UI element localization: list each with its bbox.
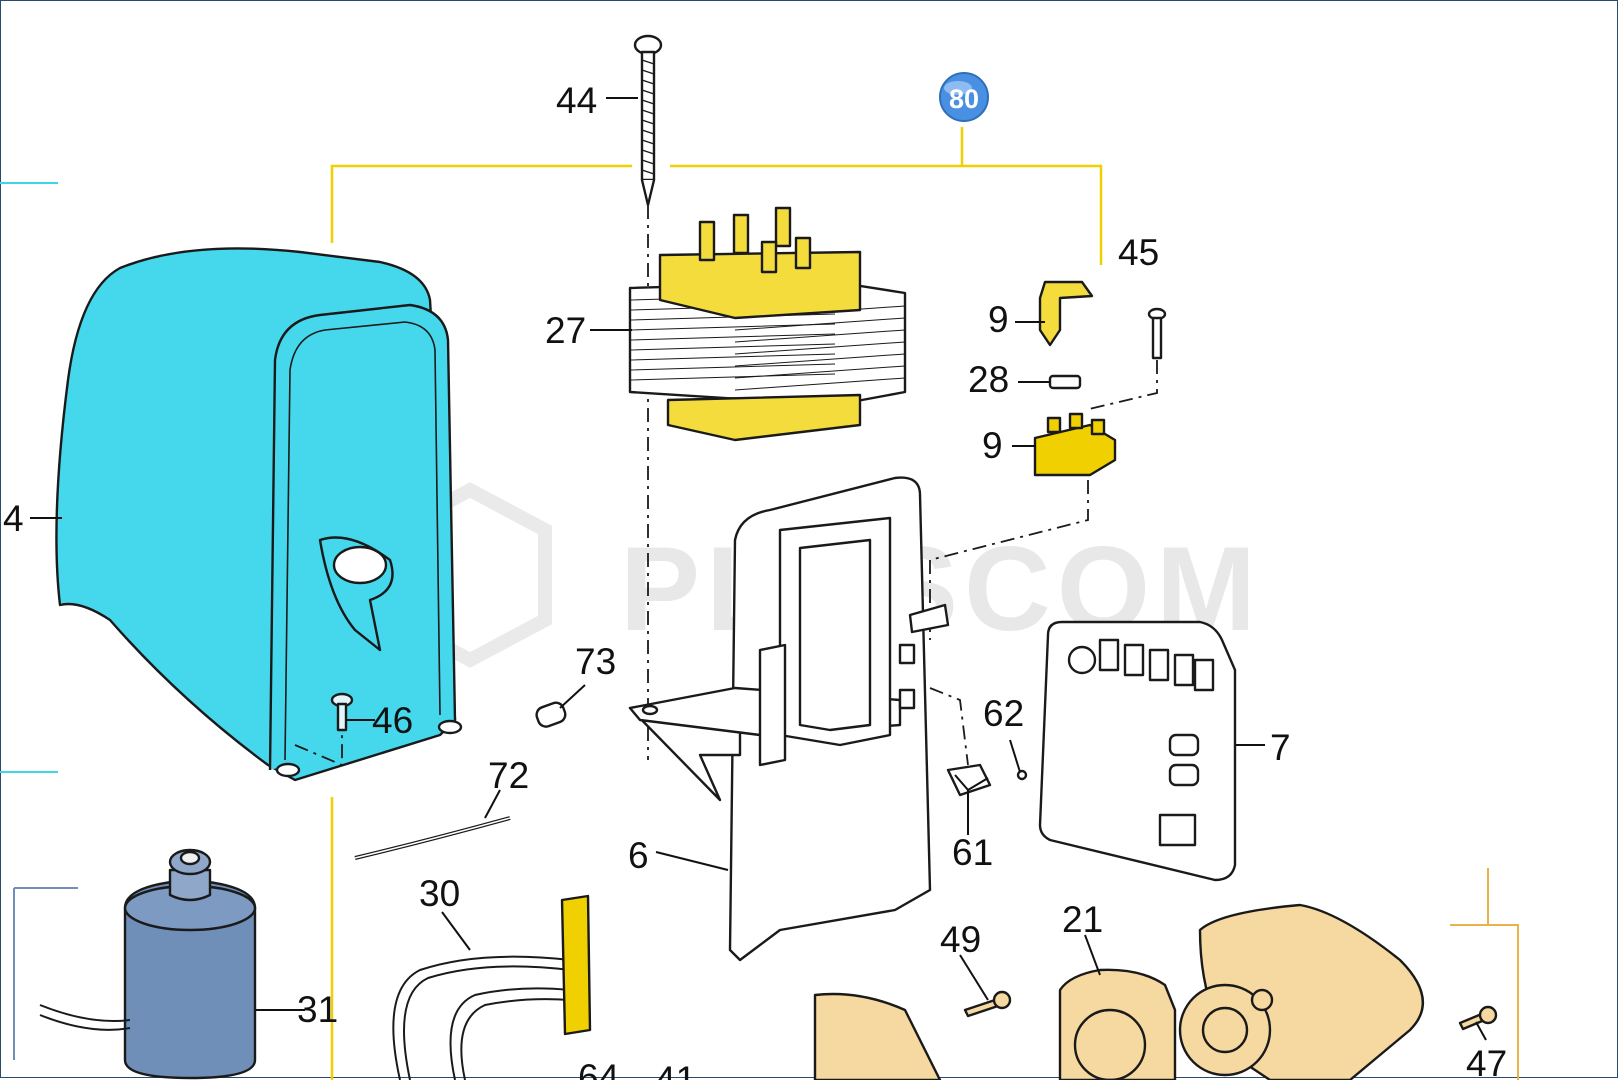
- part-21-gear: [1058, 968, 1177, 1080]
- part-30-wiring-harness: [392, 955, 571, 1080]
- callout-9-lower: 9: [982, 425, 1003, 466]
- callout-45: 45: [1118, 232, 1159, 273]
- callout-41: 41: [655, 1059, 696, 1080]
- part-61-62-clip: [929, 687, 1028, 797]
- callout-7: 7: [1270, 727, 1291, 768]
- part-28-fuse: [1048, 374, 1082, 390]
- callout-61: 61: [952, 832, 993, 873]
- guide-lines: [0, 182, 1519, 1080]
- part-9-fuse-clip: [1038, 280, 1094, 347]
- part-47-screw: [1458, 1005, 1498, 1031]
- callout-21: 21: [1062, 899, 1103, 940]
- part-64-connector: [560, 894, 592, 1036]
- callout-6: 6: [628, 835, 649, 876]
- callout-9-upper: 9: [988, 299, 1009, 340]
- leader-lines: [30, 97, 1487, 1041]
- part-4-cover: [55, 247, 463, 782]
- callout-27: 27: [545, 310, 586, 351]
- part-31-motor: [39, 848, 257, 1080]
- callout-4: 4: [3, 498, 24, 539]
- part-72-wire: [354, 816, 511, 860]
- callout-44: 44: [556, 80, 597, 121]
- callout-47: 47: [1466, 1043, 1507, 1080]
- callout-73: 73: [575, 641, 616, 682]
- group-bracket-80: [330, 127, 1103, 1080]
- part-6-base-bracket: [628, 476, 950, 962]
- callout-62: 62: [983, 693, 1024, 734]
- callout-72: 72: [488, 755, 529, 796]
- part-44-screw: [633, 34, 663, 207]
- callout-28: 28: [968, 359, 1009, 400]
- assembly-badge: 80: [939, 72, 989, 122]
- callout-31: 31: [297, 989, 338, 1030]
- part-41-plate: [813, 992, 942, 1080]
- callout-labels: 44 27 45 9 28 9 4 73 46 62 7 72 61 6 30 …: [3, 80, 1507, 1080]
- part-45-screw: [1084, 307, 1167, 411]
- part-7-control-unit: [1038, 620, 1237, 882]
- gearbox-housing: [1178, 903, 1424, 1080]
- callout-49: 49: [940, 919, 981, 960]
- part-9-terminal-block: [929, 412, 1117, 640]
- callout-64: 64: [578, 1057, 619, 1080]
- part-27-transformer: [628, 206, 907, 442]
- callout-30: 30: [419, 873, 460, 914]
- part-49-screw: [963, 990, 1012, 1018]
- part-46-screw: [294, 692, 354, 767]
- callout-46: 46: [372, 700, 413, 741]
- badge-80-label: 80: [949, 84, 979, 114]
- part-73-plug: [535, 701, 567, 728]
